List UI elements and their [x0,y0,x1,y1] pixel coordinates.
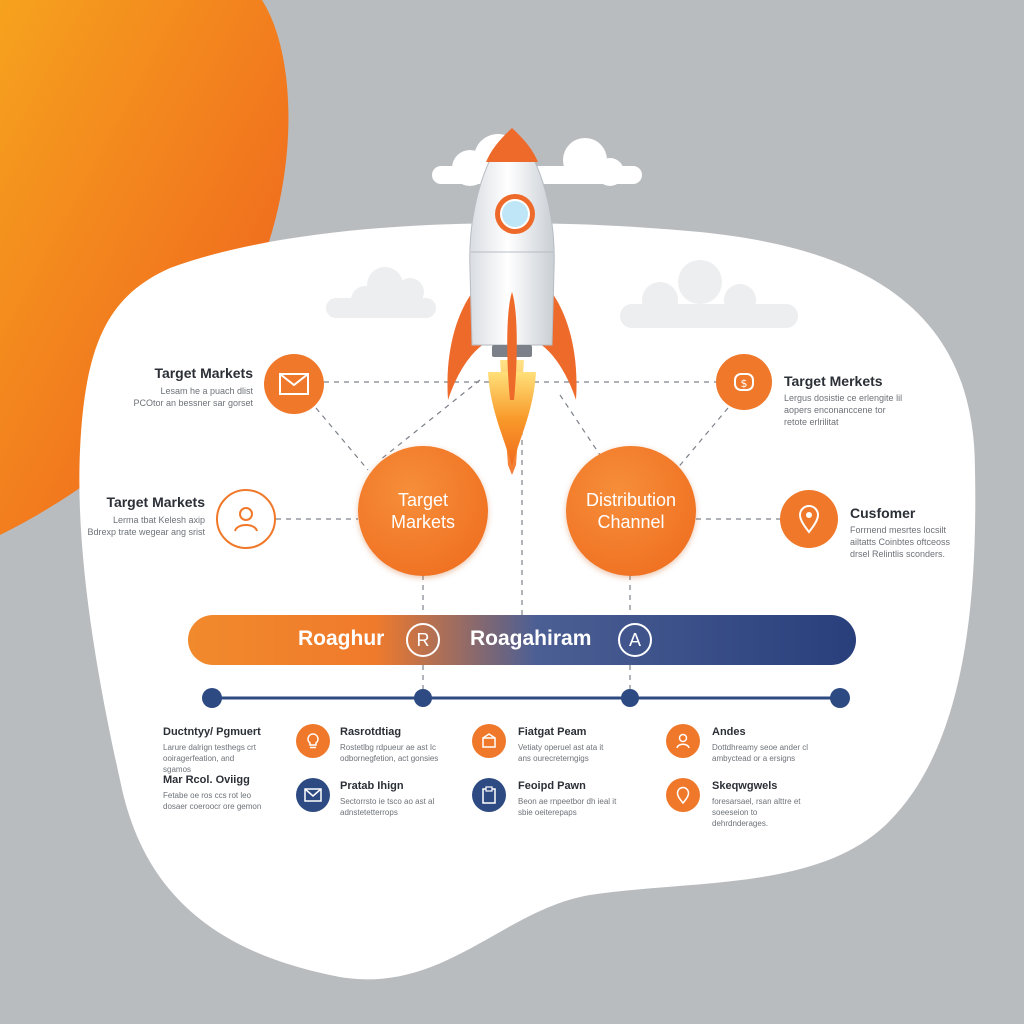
location-pin-icon [780,490,838,548]
timeline-dots [202,688,850,708]
node-title-mid-right: Cusfomer [850,505,916,521]
user-icon [216,489,276,549]
node-desc-top-left: Lesam he a puach dlist PCOtor an bessner… [133,386,253,408]
person-icon [666,724,700,758]
orange-blob [0,0,289,535]
bottom-left-desc-1: Larure dalrign testhegs crt ooiragerfeat… [163,743,256,774]
envelope-icon [264,354,324,414]
cloud-icon [326,260,798,328]
node-title-mid-left: Target Markets [106,494,205,510]
rocket-icon [447,127,577,475]
money-bag-icon: $ [716,354,772,410]
node-title-top-left: Target Markets [154,365,253,381]
center-circle-target-markets: Target Markets [358,446,488,576]
roadmap-left-badge: R [406,623,440,657]
node-desc-mid-right: Forrnend mesrtes locsilt ailtatts Coinbt… [850,525,951,559]
grid-title-5: Feoipd Pawn [518,780,586,792]
svg-text:$: $ [741,377,748,390]
center-label-left: Target Markets [390,490,455,532]
grid-desc-4: Sectorrsto ie tsco ao ast al adnstetette… [340,797,435,817]
bottom-left-title-1: Ductntyy/ Pgmuert [163,726,261,738]
grid-desc-2: Vetiaty operuel ast ata it ans ourecrete… [518,743,604,763]
grid-title-3: Andes [712,726,746,738]
center-label-right: Distribution Channel [585,490,677,532]
bottom-left-desc-2: Fetabe oe ros ccs rot leo dosaer coerooc… [163,791,262,811]
grid-desc-1: Rostetlbg rdpueur ae ast Ic odbornegfeti… [340,743,439,763]
lightbulb-icon [296,724,330,758]
box-icon [472,724,506,758]
grid-desc-6: foresarsael, rsan alttre et soeeseion to… [712,797,801,828]
roadmap-right-label: Roagahiram [470,627,592,650]
node-desc-mid-left: Lerma tbat Kelesh axip Bdrexp trate wege… [87,515,205,537]
node-desc-top-right: Lergus dosistie ce erlengite lil aopers … [784,393,903,427]
roadmap-bar [188,615,856,665]
clipboard-icon [472,778,506,812]
grid-desc-3: Dottdhreamy seoe ander cl ambyctead or a… [712,743,809,763]
grid-title-6: Skeqwgwels [712,780,778,792]
roadmap-right-badge: A [618,623,652,657]
bottom-left-title-2: Mar Rcol. Oviigg [163,774,250,786]
grid-title-2: Fiatgat Peam [518,726,587,738]
node-title-top-right: Target Merkets [784,373,883,389]
roadmap-left-label: Roaghur [298,627,385,650]
location-pin-icon [666,778,700,812]
center-circle-distribution-channel: Distribution Channel [566,446,696,576]
grid-title-4: Pratab Ihign [340,780,404,792]
grid-desc-5: Beon ae rnpeetbor dh ieal it sbie oeiter… [518,797,617,817]
connector-lines [276,379,780,690]
grid-title-1: Rasrotdtiag [340,726,402,738]
envelope-icon [296,778,330,812]
